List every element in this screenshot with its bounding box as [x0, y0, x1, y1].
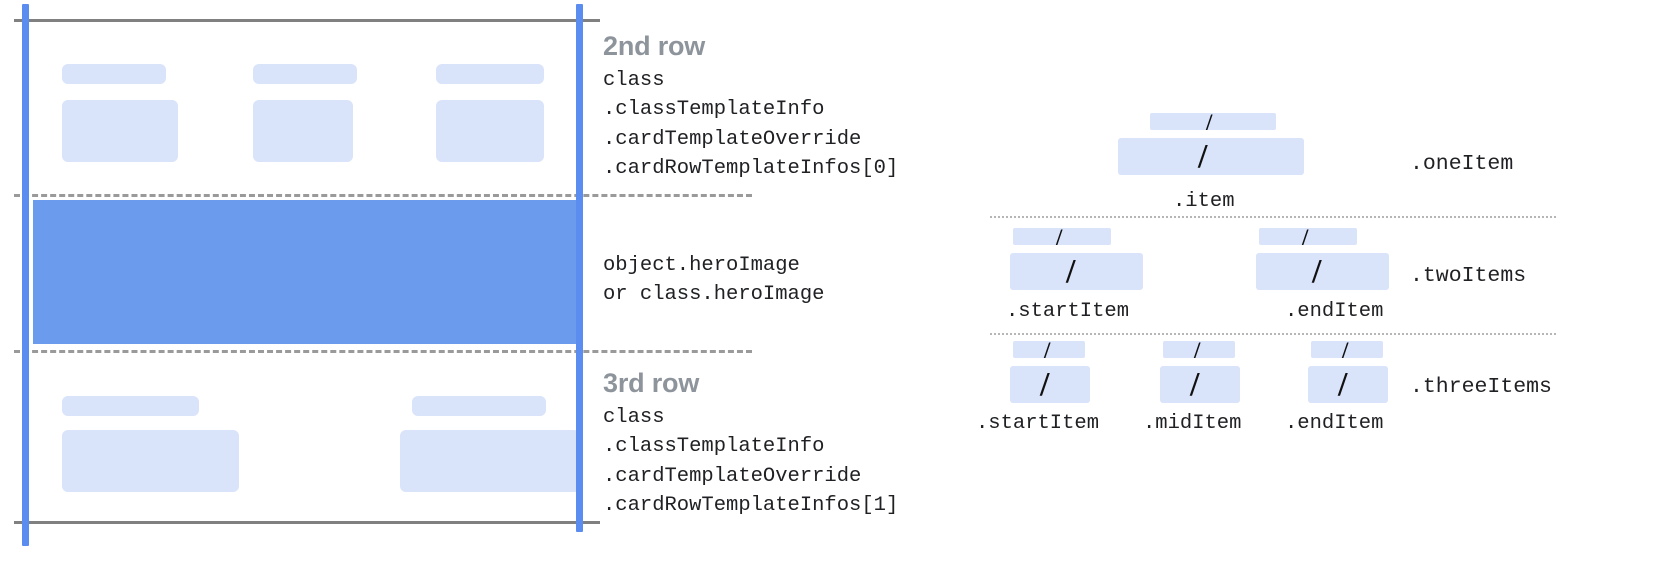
layout-separator-lower [990, 333, 1556, 335]
row-separator-lower [14, 350, 752, 353]
item-sublabel: .startItem [976, 412, 1100, 435]
slot-thin-bar [1311, 341, 1383, 358]
item-sublabel: .midItem [1143, 412, 1242, 435]
slash-glyph: / [1302, 225, 1309, 250]
hero-image-band [33, 200, 583, 344]
card-right-rail [576, 4, 583, 532]
slash-glyph: / [1312, 253, 1322, 290]
placeholder-label-bar [253, 64, 357, 84]
item-sublabel: .item [1173, 190, 1235, 213]
slot-thick-bar [1010, 366, 1090, 403]
item-slot: / / [1160, 338, 1240, 403]
third-row-code-line: class [603, 406, 665, 430]
slash-glyph: / [1194, 338, 1201, 363]
placeholder-value-block [436, 100, 544, 162]
card-left-rail [22, 4, 29, 546]
third-row-heading: 3rd row [603, 368, 700, 398]
slot-thin-bar [1013, 341, 1085, 358]
row-separator-upper [14, 194, 752, 197]
slot-thin-bar [1013, 228, 1111, 245]
card-template-diagram [0, 0, 752, 584]
hero-image-annotation: object.heroImage or class.heroImage [603, 251, 824, 309]
hero-code-line: or class.heroImage [603, 283, 825, 307]
placeholder-label-bar [412, 396, 546, 416]
slot-thick-bar [1118, 138, 1304, 175]
second-row-code-line: .cardRowTemplateInfos[0] [603, 156, 899, 180]
slot-thick-bar [1160, 366, 1240, 403]
slash-glyph: / [1044, 338, 1051, 363]
second-row-code-line: class [603, 69, 665, 93]
second-row-heading: 2nd row [603, 31, 706, 61]
placeholder-value-block [400, 430, 580, 492]
slash-glyph: / [1040, 366, 1050, 403]
item-slot: / / [1010, 225, 1143, 290]
second-row-code-line: .cardTemplateOverride [603, 127, 862, 151]
slot-thin-bar [1163, 341, 1235, 358]
placeholder-label-bar [62, 396, 199, 416]
card-bottom-border [14, 521, 600, 524]
slash-glyph: / [1338, 366, 1348, 403]
slash-glyph: / [1066, 253, 1076, 290]
placeholder-value-block [62, 100, 178, 162]
slash-glyph: / [1056, 225, 1063, 250]
slash-glyph: / [1206, 110, 1213, 135]
placeholder-label-bar [436, 64, 544, 84]
second-row-annotation: 2nd row class .classTemplateInfo .cardTe… [603, 32, 898, 183]
layout-name-label: .twoItems [1410, 264, 1527, 288]
third-row-code-line: .cardTemplateOverride [603, 464, 862, 488]
second-row-code-line: .classTemplateInfo [603, 98, 825, 122]
layout-name-label: .oneItem [1410, 152, 1514, 176]
slash-glyph: / [1342, 338, 1349, 363]
layout-separator-upper [990, 216, 1556, 218]
item-slot: / / [1256, 225, 1389, 290]
third-row-code-line: .cardRowTemplateInfos[1] [603, 493, 899, 517]
slash-glyph: / [1198, 138, 1208, 175]
hero-code-line: object.heroImage [603, 254, 800, 277]
card-top-border [14, 19, 600, 22]
slot-thin-bar [1150, 113, 1276, 130]
third-row-code-line: .classTemplateInfo [603, 435, 825, 459]
placeholder-label-bar [62, 64, 166, 84]
placeholder-value-block [253, 100, 353, 162]
item-slot: / / [1118, 110, 1304, 175]
item-sublabel: .endItem [1285, 300, 1384, 323]
placeholder-value-block [62, 430, 239, 492]
item-slot: / / [1308, 338, 1388, 403]
slot-thick-bar [1308, 366, 1388, 403]
item-layout-diagram: / / .item .oneItem / / .startItem / / [960, 0, 1676, 584]
layout-name-label: .threeItems [1410, 375, 1552, 399]
item-slot: / / [1010, 338, 1090, 403]
slot-thick-bar [1256, 253, 1389, 290]
item-sublabel: .endItem [1285, 412, 1384, 435]
slash-glyph: / [1190, 366, 1200, 403]
item-sublabel: .startItem [1006, 300, 1130, 323]
slot-thin-bar [1259, 228, 1357, 245]
slot-thick-bar [1010, 253, 1143, 290]
third-row-annotation: 3rd row class .classTemplateInfo .cardTe… [603, 369, 898, 520]
